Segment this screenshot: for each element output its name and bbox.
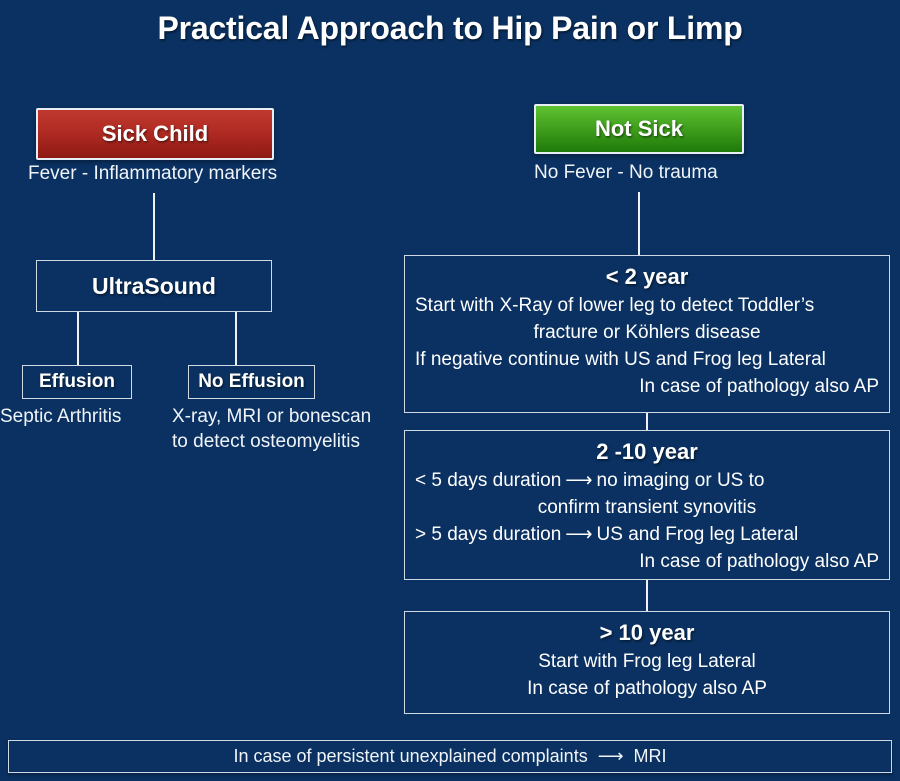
- page-title: Practical Approach to Hip Pain or Limp: [157, 10, 743, 46]
- not-sick-box[interactable]: Not Sick: [534, 104, 744, 154]
- age2-line-1: < 5 days duration⟶no imaging or US to: [415, 467, 879, 494]
- right-arrow-icon: ⟶: [565, 524, 593, 545]
- footer-note-bar[interactable]: In case of persistent unexplained compla…: [8, 740, 892, 773]
- age-group-over-10-box[interactable]: > 10 year Start with Frog leg Lateral In…: [404, 611, 890, 714]
- connector-age2-to-age3: [646, 580, 648, 611]
- ultrasound-box[interactable]: UltraSound: [36, 260, 272, 312]
- connector-sick-to-ultrasound: [153, 193, 155, 260]
- age1-line-4: In case of pathology also AP: [639, 376, 879, 397]
- age-group-2-to-10-box[interactable]: 2 -10 year < 5 days duration⟶no imaging …: [404, 430, 890, 580]
- no-effusion-caption: X-ray, MRI or bonescan to detect osteomy…: [172, 406, 372, 452]
- age2-line-4: In case of pathology also AP: [639, 551, 879, 572]
- age2-line-1-text2: no imaging or US to: [596, 470, 765, 491]
- effusion-caption: Septic Arthritis: [0, 406, 122, 427]
- age2-line-3: > 5 days duration⟶US and Frog leg Latera…: [415, 521, 879, 548]
- age2-line-3-text: > 5 days duration: [415, 524, 562, 545]
- not-sick-label: Not Sick: [594, 116, 684, 141]
- sick-child-caption: Fever - Inflammatory markers: [28, 163, 278, 184]
- no-effusion-box[interactable]: No Effusion: [188, 365, 315, 399]
- age-group-under-2-box[interactable]: < 2 year Start with X-Ray of lower leg t…: [404, 255, 890, 413]
- age1-line-1: Start with X-Ray of lower leg to detect …: [415, 295, 815, 316]
- age-group-over-10-title: > 10 year: [599, 620, 695, 645]
- effusion-label: Effusion: [39, 371, 115, 392]
- right-arrow-icon: ⟶: [565, 470, 593, 491]
- not-sick-caption: No Fever - No trauma: [534, 162, 718, 183]
- age1-line-3: If negative continue with US and Frog le…: [415, 349, 826, 370]
- age2-line-3-text2: US and Frog leg Lateral: [596, 524, 799, 545]
- footer-text: In case of persistent unexplained compla…: [233, 746, 588, 766]
- age3-line-1: Start with Frog leg Lateral: [538, 651, 756, 672]
- age2-line-2: confirm transient synovitis: [537, 497, 757, 518]
- footer-result: MRI: [633, 746, 667, 766]
- connector-ultrasound-to-no-effusion: [235, 312, 237, 365]
- age3-line-2: In case of pathology also AP: [527, 678, 767, 699]
- connector-notsick-to-age1: [638, 192, 640, 255]
- no-effusion-label: No Effusion: [198, 371, 305, 392]
- right-arrow-icon: ⟶: [597, 746, 624, 766]
- ultrasound-label: UltraSound: [92, 272, 216, 299]
- age-group-over-10-lines: Start with Frog leg Lateral In case of p…: [415, 648, 879, 702]
- sick-child-box[interactable]: Sick Child: [36, 108, 274, 160]
- age-group-2-to-10-lines: < 5 days duration⟶no imaging or US to co…: [415, 467, 879, 575]
- sick-child-label: Sick Child: [101, 121, 209, 146]
- age-group-under-2-title: < 2 year: [605, 264, 689, 289]
- age1-line-2: fracture or Köhlers disease: [533, 322, 761, 343]
- connector-ultrasound-to-effusion: [77, 312, 79, 365]
- connector-age1-to-age2: [646, 413, 648, 430]
- effusion-box[interactable]: Effusion: [22, 365, 132, 399]
- age2-line-1-text: < 5 days duration: [415, 470, 562, 491]
- age-group-under-2-lines: Start with X-Ray of lower leg to detect …: [415, 292, 879, 400]
- age-group-2-to-10-title: 2 -10 year: [596, 439, 698, 464]
